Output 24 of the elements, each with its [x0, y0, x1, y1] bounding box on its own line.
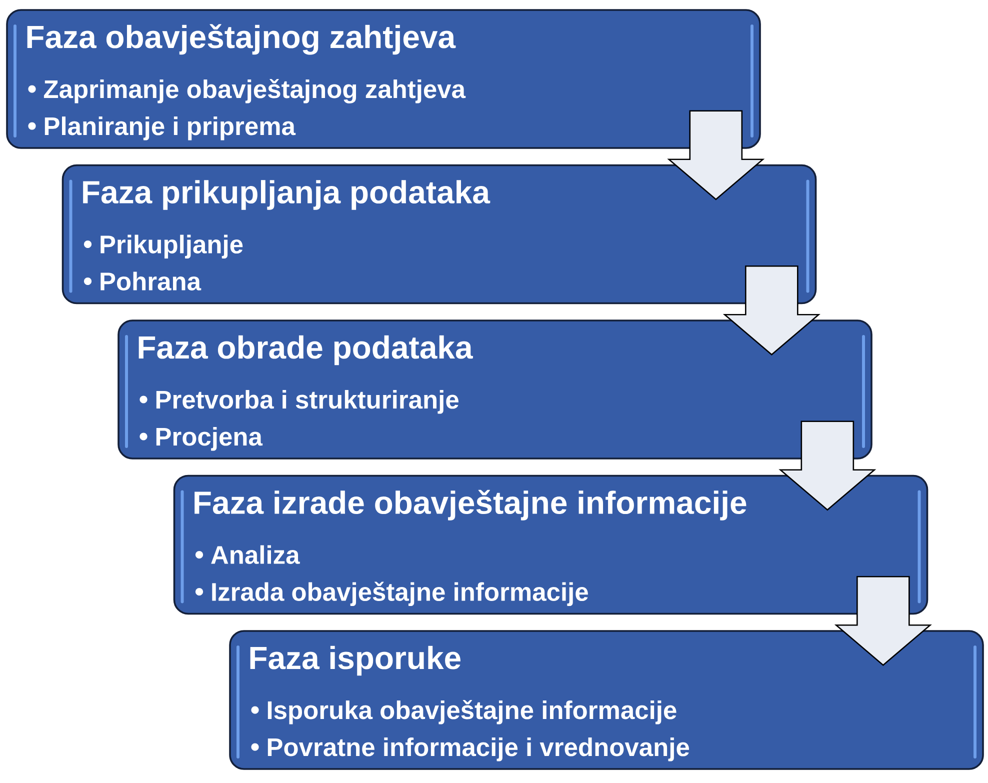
list-item: Planiranje i priprema	[44, 116, 296, 140]
list-item: Izrada obavještajne informacije	[212, 582, 588, 606]
process-box	[229, 630, 984, 770]
arrow	[667, 110, 765, 200]
box-heading: Faza izrade obavještajne informacije	[194, 490, 746, 520]
box-heading: Faza prikupljanja podataka	[83, 180, 490, 210]
list-item: Pretvorba i strukturiranje	[156, 390, 458, 414]
arrow	[722, 266, 820, 356]
process-box	[173, 474, 928, 615]
box-heading: Faza obavještajnog zahtjeva	[27, 24, 456, 55]
list-item: Pohrana	[100, 272, 202, 290]
list-item: Isporuka obavještajne informacije	[268, 700, 676, 724]
list-item: Povratne informacije i vrednovanje	[268, 738, 690, 762]
arrow	[834, 576, 932, 666]
arrow	[778, 420, 876, 511]
box-heading: Faza isporuke	[250, 646, 460, 676]
process-box	[6, 9, 761, 149]
list-item: Analiza	[211, 545, 300, 564]
process-box	[118, 320, 872, 460]
box-heading: Faza obrade podataka	[138, 335, 473, 366]
process-box	[62, 164, 817, 304]
list-item: Zaprimanje obavještajnog zahtjeva	[44, 78, 466, 104]
list-item: Procjena	[156, 427, 263, 451]
list-item: Prikupljanje	[100, 234, 243, 259]
